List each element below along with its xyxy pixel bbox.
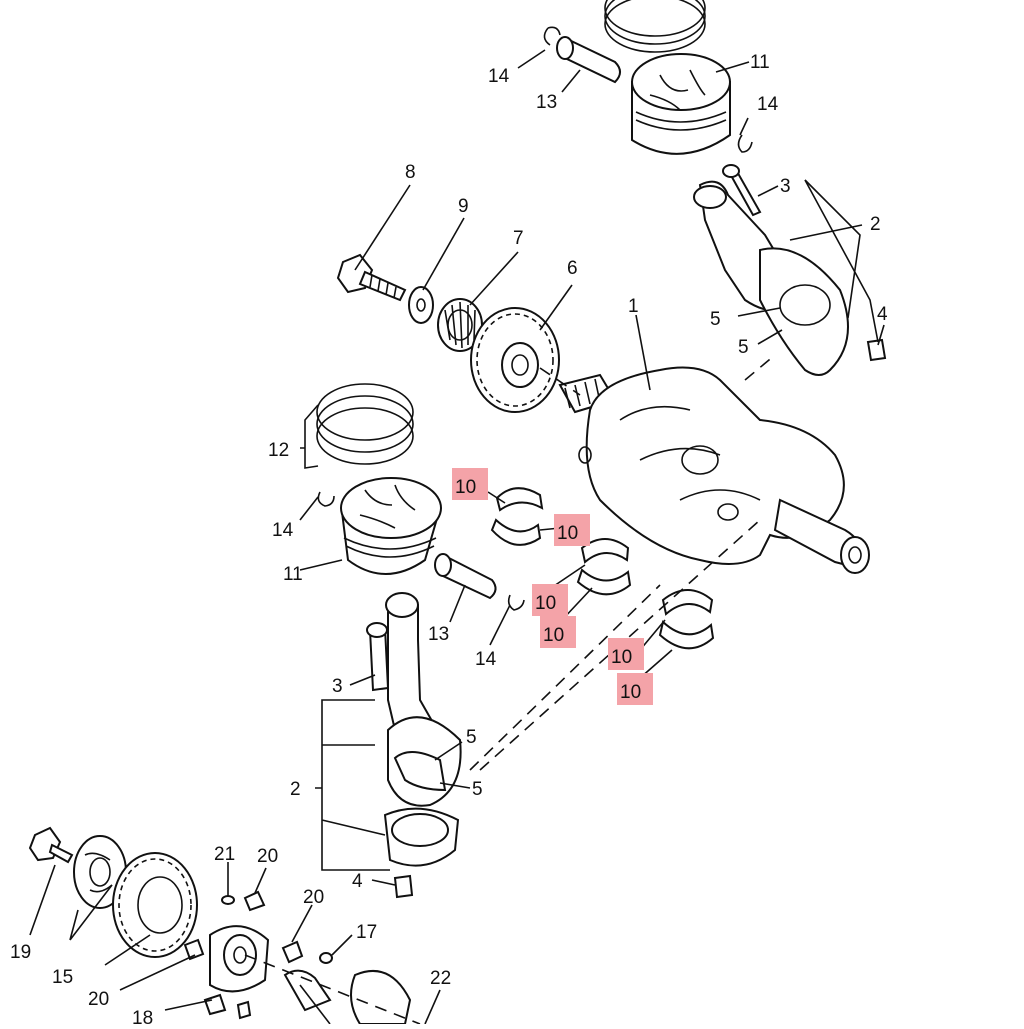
gear-15 [112,852,198,958]
callout-10c[interactable]: 10 [535,593,556,614]
callout-10d[interactable]: 10 [543,625,564,646]
spring-18 [203,993,227,1016]
rod-bolt-top [722,164,762,217]
callout-5b[interactable]: 5 [738,337,749,358]
callout-3-lower[interactable]: 3 [332,676,343,697]
callout-14a[interactable]: 14 [488,66,510,87]
callout-11-lower[interactable]: 11 [283,564,303,585]
spring-20a [243,890,266,912]
spring-20c [183,938,205,961]
assembly-line-5 [244,954,421,1025]
highlight-10d [540,616,576,648]
callout-20c[interactable]: 20 [88,989,109,1010]
gear-6 [470,307,560,413]
spring-20b [281,940,304,964]
piston-lower [340,477,442,575]
callout-13-top[interactable]: 13 [536,92,557,113]
callout-10b[interactable]: 10 [557,523,578,544]
piston-rings-12 [316,383,414,465]
callout-2-lower[interactable]: 2 [290,779,301,800]
callout-9[interactable]: 9 [458,196,469,217]
callout-13-lower[interactable]: 13 [428,624,449,645]
connecting-rod-lower [383,592,462,867]
callout-3-top[interactable]: 3 [780,176,791,197]
bearing-shells-journal-2 [576,538,632,596]
callout-17[interactable]: 17 [356,922,377,943]
bolt-19 [28,826,74,864]
callout-4-lower[interactable]: 4 [352,871,363,892]
circlip-right [507,594,525,611]
balancer-weight [209,925,270,993]
callout-6[interactable]: 6 [567,258,578,279]
rod-nut-top [866,338,887,362]
highlight-10b [554,514,590,546]
pin-21 [221,895,235,905]
highlight-10a [452,468,488,500]
highlight-10e [608,638,644,670]
assembly-line-3 [539,367,581,396]
circlip-left [317,491,335,507]
assembly-line-1 [469,584,661,771]
callout-5d[interactable]: 5 [472,779,483,800]
callout-1[interactable]: 1 [628,296,639,317]
callout-19[interactable]: 19 [10,942,31,963]
balancer-shaft-22 [283,969,412,1025]
callout-5a[interactable]: 5 [710,309,721,330]
callout-4-top[interactable]: 4 [877,304,888,325]
leader-lines [29,49,885,1025]
circlip-top-left [543,26,561,46]
callout-14d[interactable]: 14 [475,649,497,670]
washer-9 [408,286,434,324]
assembly-line-4 [744,354,776,381]
callout-14b[interactable]: 14 [757,94,779,115]
callout-11-top[interactable]: 11 [750,52,770,73]
callout-15[interactable]: 15 [52,967,73,988]
callout-14c[interactable]: 14 [272,520,294,541]
bolt-8 [336,253,407,302]
plate-19 [73,835,127,909]
callout-12[interactable]: 12 [268,440,289,461]
piston-pin-lower [434,553,497,600]
rod-bolt-lower [366,622,390,692]
callout-20b[interactable]: 20 [303,887,324,908]
piston-rings-top [604,0,706,53]
rod-nut-lower [393,874,414,899]
piston-pin-top [556,36,621,84]
callout-8[interactable]: 8 [405,162,416,183]
callout-21[interactable]: 21 [214,844,235,865]
callout-5c[interactable]: 5 [466,727,477,748]
ball-17 [319,952,333,964]
pin-lower [236,1000,252,1020]
piston-top [631,53,731,155]
connecting-rod-top [693,180,849,376]
crankshaft [558,366,870,574]
callout-20a[interactable]: 20 [257,846,278,867]
callout-10e[interactable]: 10 [611,647,632,668]
circlip-top-right [737,134,753,153]
callout-10f[interactable]: 10 [620,682,641,703]
callout-labels: 1 2 2 3 3 4 4 5 5 5 5 6 7 8 9 10 10 10 1… [10,52,888,1029]
bearing-shells-journal-3 [658,589,715,650]
callout-2-top[interactable]: 2 [870,214,881,235]
callout-7[interactable]: 7 [513,228,524,249]
bearing-shells-journal-1 [490,487,544,546]
callout-22[interactable]: 22 [430,968,451,989]
highlight-10c [532,584,568,616]
callout-18[interactable]: 18 [132,1008,153,1029]
highlight-10f [617,673,653,705]
callout-10a[interactable]: 10 [455,477,476,498]
